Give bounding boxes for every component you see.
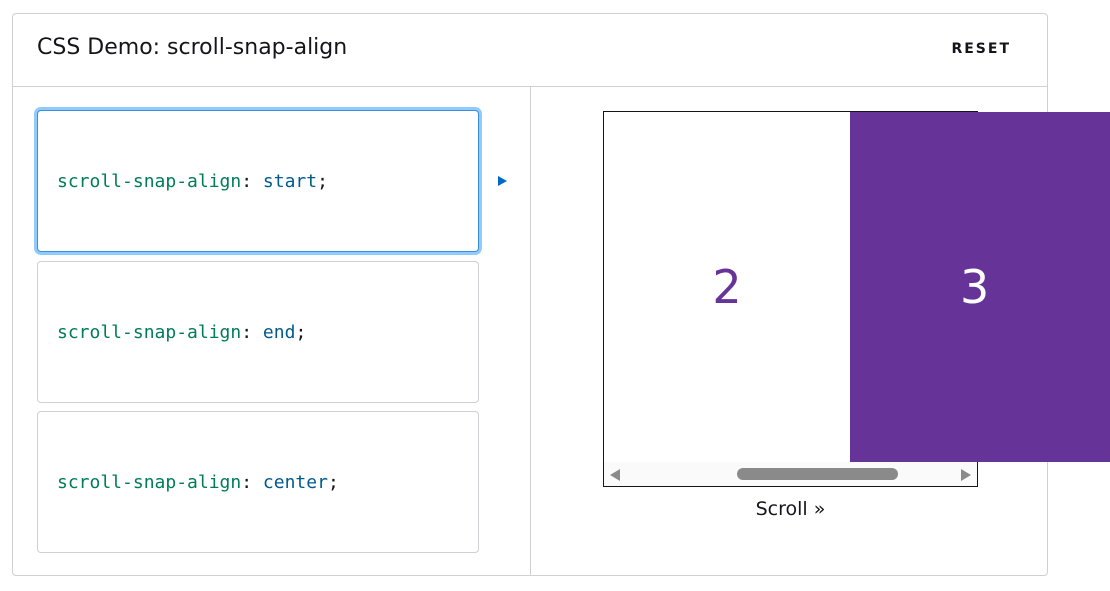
output-pane: 2 3 Scroll » [531, 87, 1110, 575]
selected-indicator-icon [498, 176, 507, 186]
example-choice-end[interactable]: scroll-snap-align: end; [37, 261, 479, 403]
example-choice-center[interactable]: scroll-snap-align: center; [37, 411, 479, 553]
demo-header: CSS Demo: scroll-snap-align RESET [13, 14, 1047, 87]
css-semicolon: ; [295, 322, 307, 343]
example-choices: scroll-snap-align: start; scroll-snap-al… [13, 87, 531, 575]
css-property: scroll-snap-align [57, 322, 242, 343]
css-colon: : [241, 322, 263, 343]
css-colon: : [241, 472, 263, 493]
scroll-right-arrow-icon[interactable] [961, 469, 971, 481]
css-colon: : [241, 171, 263, 192]
example-choice-start[interactable]: scroll-snap-align: start; [37, 110, 479, 252]
demo-title: CSS Demo: scroll-snap-align [37, 35, 348, 60]
horizontal-scrollbar[interactable] [604, 462, 977, 486]
scroll-caption: Scroll » [755, 498, 826, 520]
reset-button[interactable]: RESET [951, 41, 1011, 57]
demo-frame: CSS Demo: scroll-snap-align RESET scroll… [12, 13, 1110, 576]
code-line: scroll-snap-align: end; [57, 322, 306, 343]
demo-body: scroll-snap-align: start; scroll-snap-al… [13, 87, 1110, 575]
scrollbar-thumb[interactable] [737, 468, 898, 480]
css-semicolon: ; [317, 171, 328, 192]
scroll-left-arrow-icon[interactable] [610, 469, 620, 481]
scroll-panel-3: 3 [850, 112, 1110, 462]
css-value: end [262, 322, 296, 343]
scroll-container[interactable]: 2 3 [603, 111, 1110, 487]
css-value: start [262, 171, 318, 192]
css-property: scroll-snap-align [57, 472, 242, 493]
code-line: scroll-snap-align: center; [57, 472, 339, 493]
css-semicolon: ; [327, 472, 339, 493]
css-value: center [262, 472, 328, 493]
scroll-panel-2: 2 [604, 112, 850, 462]
code-line: scroll-snap-align: start; [57, 171, 328, 192]
css-property: scroll-snap-align [57, 171, 242, 192]
